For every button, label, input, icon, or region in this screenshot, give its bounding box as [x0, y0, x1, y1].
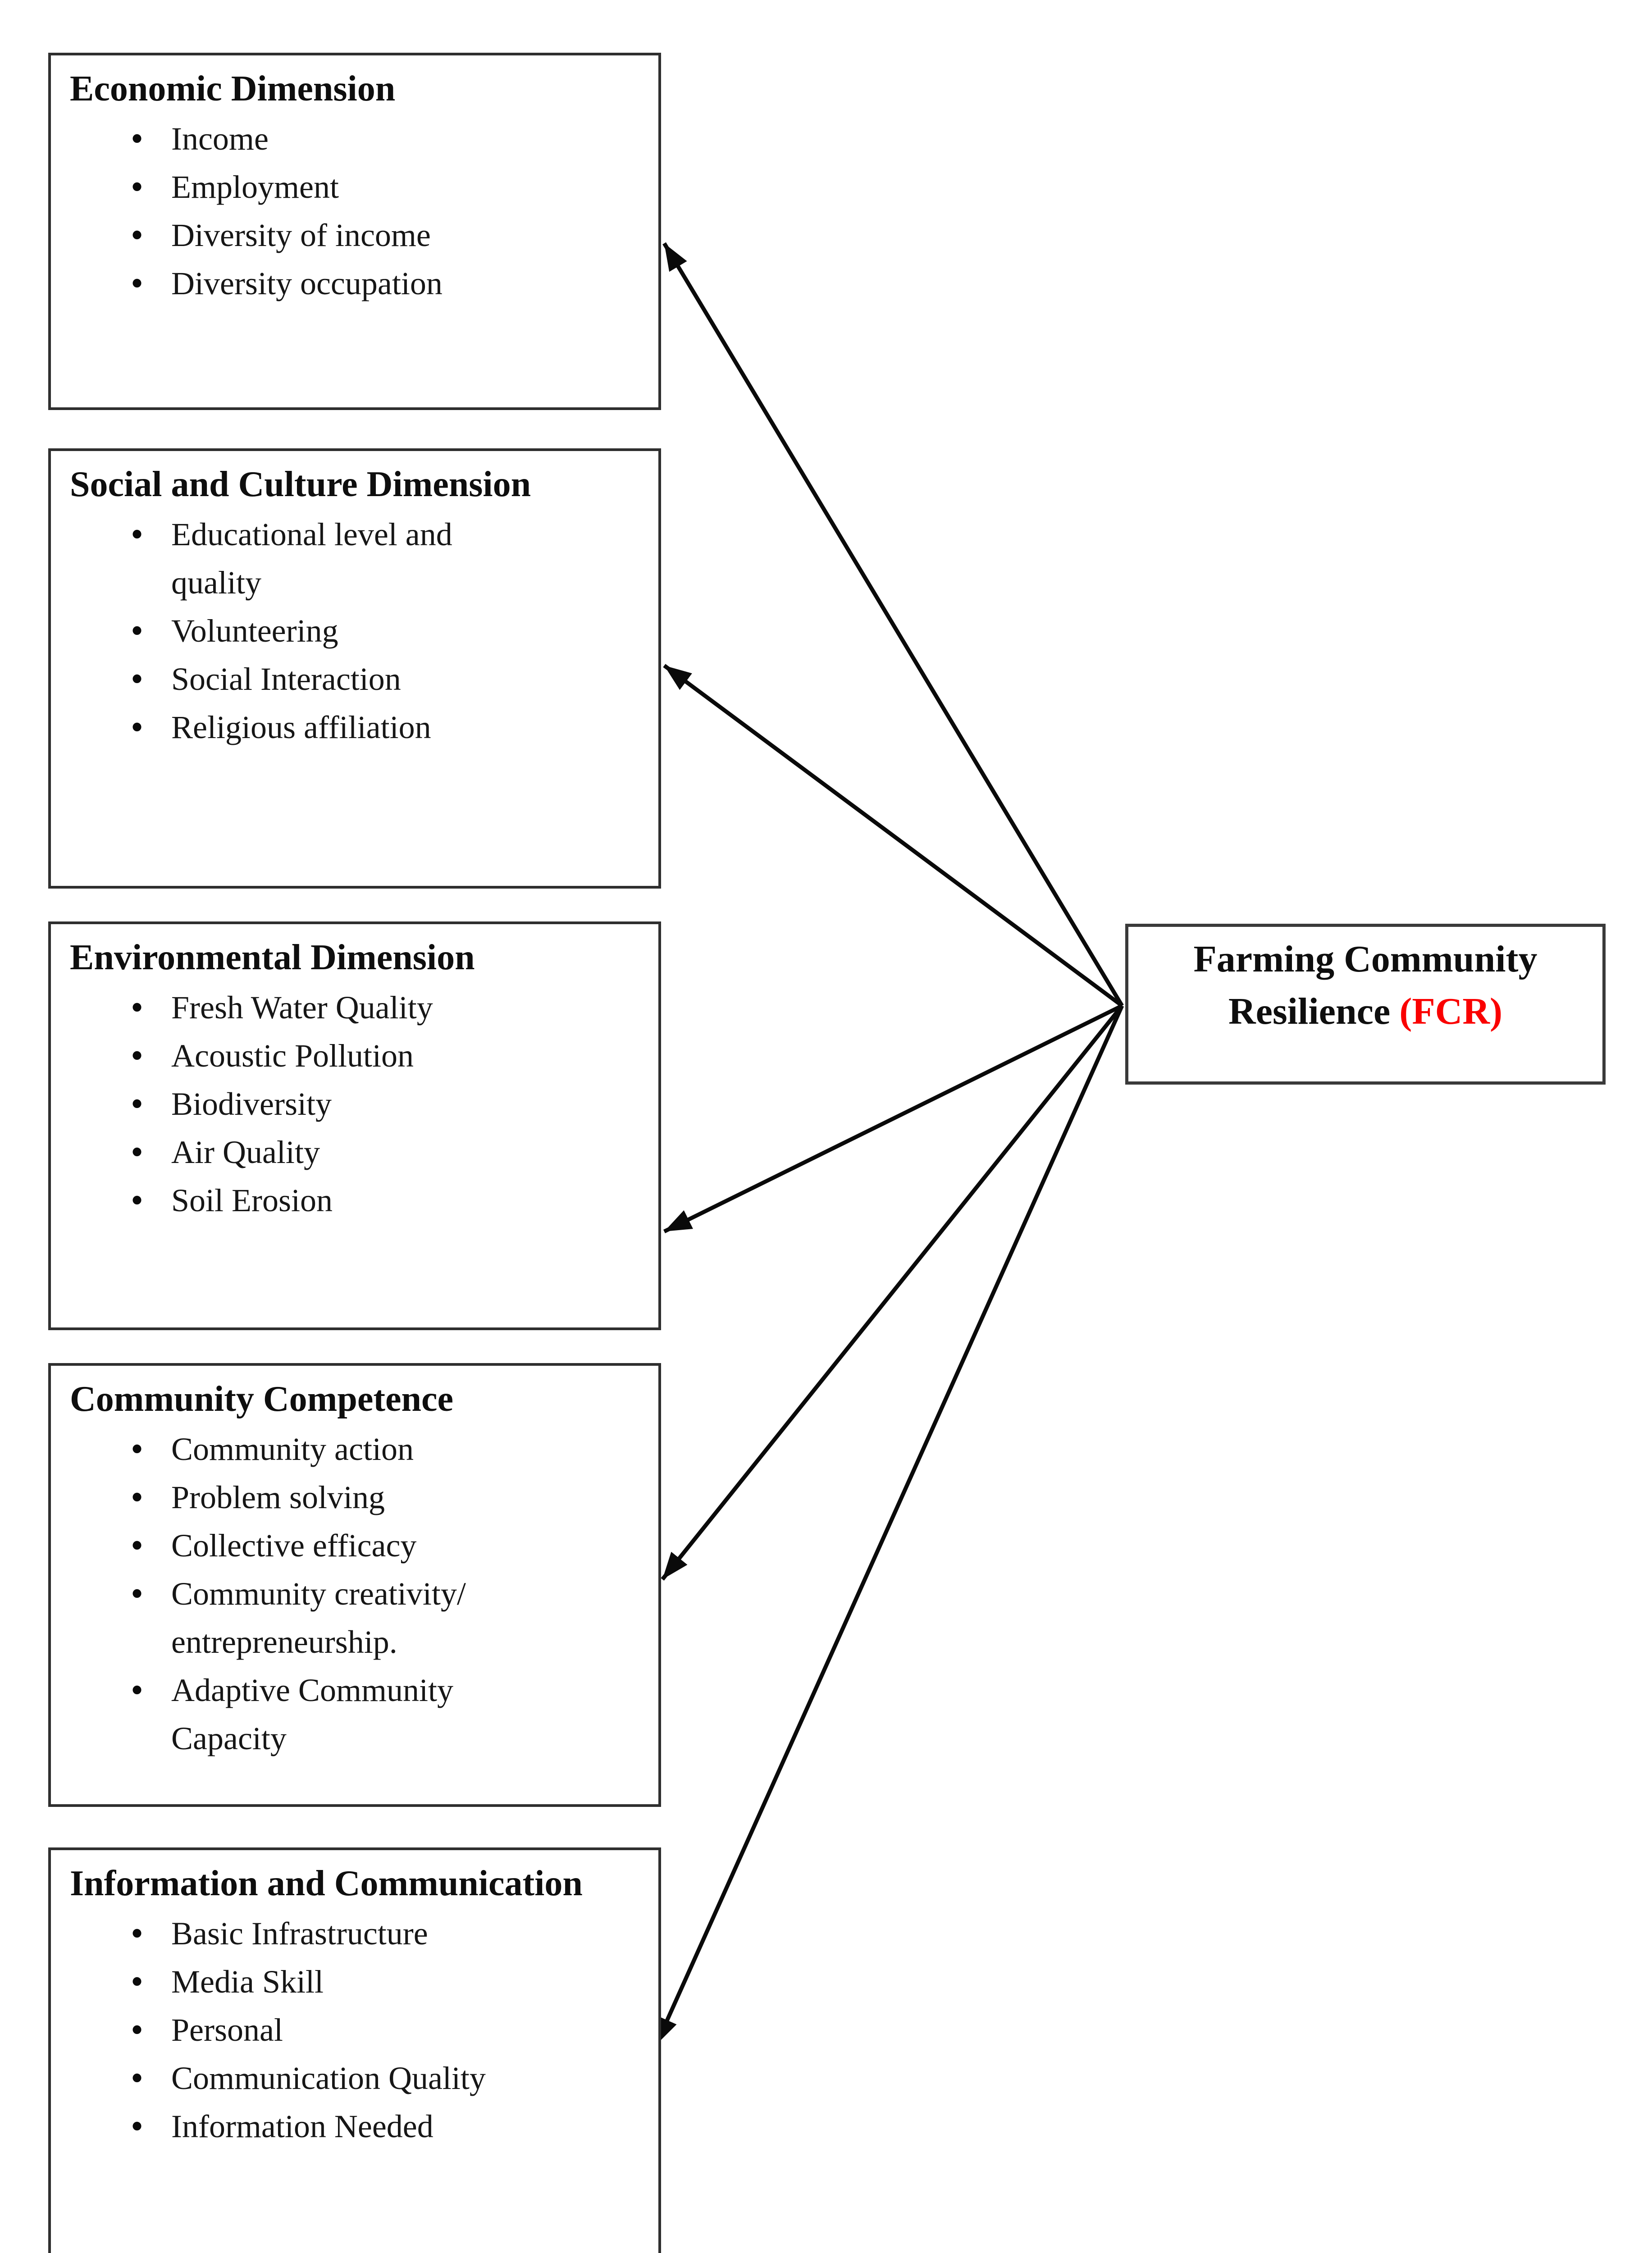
bullet-item: Income: [131, 115, 645, 163]
bullet-item: Adaptive Community Capacity: [131, 1666, 645, 1763]
bullet-item: Information Needed: [131, 2102, 645, 2151]
community-competence-bullet-list: Community actionProblem solvingCollectiv…: [51, 1425, 658, 1763]
environmental-dimension-bullet-list: Fresh Water QualityAcoustic PollutionBio…: [51, 984, 658, 1225]
information-communication-title: Information and Communication: [70, 1864, 583, 1903]
bullet-item: Volunteering: [131, 607, 645, 655]
bullet-item: Biodiversity: [131, 1080, 645, 1128]
bullet-item: Soil Erosion: [131, 1177, 645, 1225]
information-communication-bullet-list: Basic InfrastructureMedia SkillPersonalC…: [51, 1910, 658, 2151]
bullet-item: Problem solving: [131, 1473, 645, 1522]
arrow-fcr-to-community-competence: [661, 1004, 1124, 1581]
fcr-title: Farming Community Resilience(FCR): [1128, 927, 1602, 1038]
bullet-item: Collective efficacy: [131, 1522, 645, 1570]
economic-dimension-bullet-list: IncomeEmploymentDiversity of incomeDiver…: [51, 115, 658, 308]
fcr-title-abbrev: (FCR): [1399, 990, 1502, 1032]
arrow-fcr-to-environmental: [663, 1003, 1123, 1234]
bullet-item: Social Interaction: [131, 655, 645, 703]
social-culture-dimension-title: Social and Culture Dimension: [70, 465, 531, 504]
fcr-box: Farming Community Resilience(FCR): [1125, 924, 1606, 1085]
arrow-fcr-to-social-culture: [663, 664, 1123, 1008]
bullet-item: Employment: [131, 163, 645, 211]
bullet-item: Media Skill: [131, 1958, 645, 2006]
bullet-item: Diversity of income: [131, 211, 645, 260]
bullet-item: Diversity occupation: [131, 260, 645, 308]
information-communication-box: Information and Communication Basic Infr…: [48, 1847, 661, 2253]
bullet-item: Religious affiliation: [131, 703, 645, 752]
fcr-title-main: Farming Community Resilience: [1193, 938, 1538, 1032]
bullet-item: Basic Infrastructure: [131, 1910, 645, 1958]
arrow-fcr-to-information-communication: [654, 1005, 1124, 2046]
bullet-item: Personal: [131, 2006, 645, 2054]
economic-dimension-title: Economic Dimension: [70, 69, 396, 109]
community-competence-box: Community Competence Community actionPro…: [48, 1363, 661, 1807]
arrow-fcr-to-economic: [662, 242, 1124, 1007]
bullet-item: Community action: [131, 1425, 645, 1473]
social-culture-dimension-box: Social and Culture Dimension Educational…: [48, 448, 661, 889]
bullet-item: Communication Quality: [131, 2054, 645, 2102]
bullet-item: Community creativity/ entrepreneurship.: [131, 1570, 645, 1666]
bullet-item: Educational level and quality: [131, 511, 645, 607]
social-culture-dimension-bullet-list: Educational level and qualityVolunteerin…: [51, 511, 658, 752]
bullet-item: Acoustic Pollution: [131, 1032, 645, 1080]
community-competence-title: Community Competence: [70, 1379, 453, 1419]
bullet-item: Air Quality: [131, 1128, 645, 1177]
bullet-item: Fresh Water Quality: [131, 984, 645, 1032]
environmental-dimension-box: Environmental Dimension Fresh Water Qual…: [48, 921, 661, 1330]
environmental-dimension-title: Environmental Dimension: [70, 938, 475, 977]
economic-dimension-box: Economic Dimension IncomeEmploymentDiver…: [48, 53, 661, 410]
